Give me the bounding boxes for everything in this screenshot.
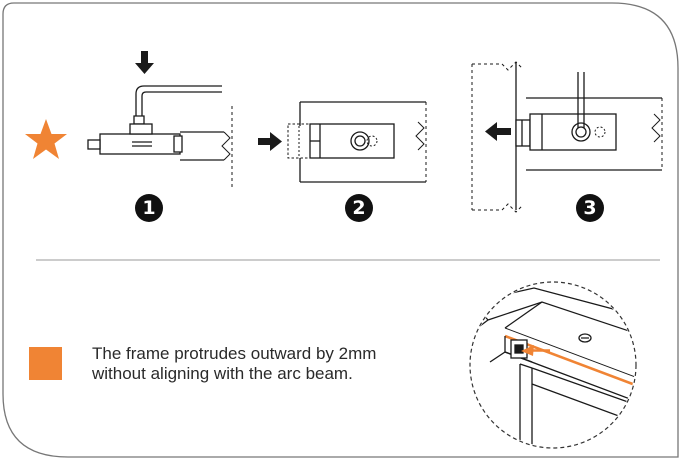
step2-illustration <box>258 101 427 183</box>
note-line-2: without aligning with the arc beam. <box>92 364 353 383</box>
down-arrow-icon <box>141 51 148 63</box>
right-arrow-icon <box>258 138 270 145</box>
step-number-2: 2 <box>345 194 373 222</box>
star-icon <box>25 119 67 159</box>
orange-arrow-icon <box>521 345 534 356</box>
note-caption: The frame protrudes outward by 2mm witho… <box>92 344 376 384</box>
left-arrow-icon <box>497 128 511 135</box>
note-line-1: The frame protrudes outward by 2mm <box>92 344 377 363</box>
detail-zoom-circle <box>469 281 637 449</box>
step-number-1: 1 <box>135 194 163 222</box>
detail-zoom-illustration <box>469 281 637 449</box>
step1-illustration <box>87 51 233 188</box>
step-number-3: 3 <box>576 194 604 222</box>
step3-illustration <box>471 61 663 213</box>
orange-square-icon <box>29 347 62 380</box>
